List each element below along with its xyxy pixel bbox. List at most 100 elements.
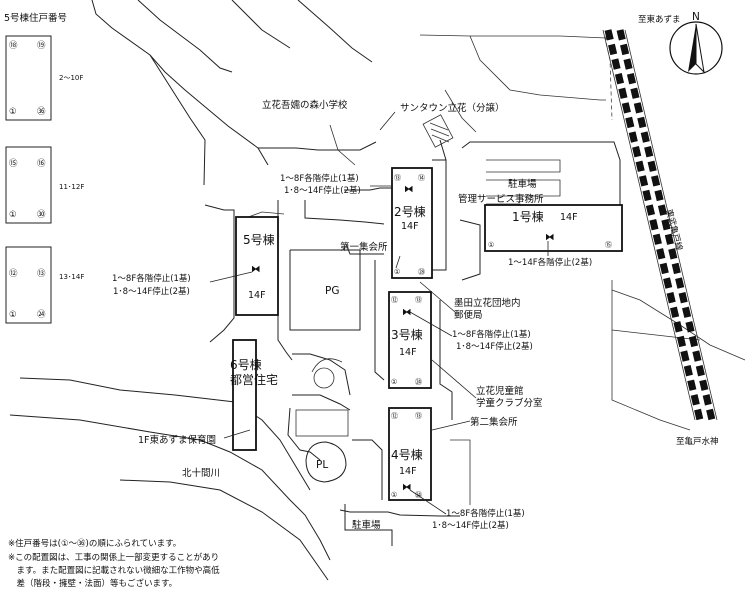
unit-tr: ⑬ — [415, 296, 422, 304]
footnotes: ※住戸番号は(①～㊱)の順にふられています。 ※この配置図は、工事の関係上一部変… — [8, 538, 220, 589]
elevator-note-b5-1: 1～8F各階停止(1基) — [112, 273, 191, 284]
unit-bl: ① — [394, 268, 400, 276]
site-outline — [461, 141, 621, 228]
building-name: 2号棟 — [394, 204, 426, 219]
meeting-hall-2-label: 第二集会所 — [470, 416, 518, 428]
legend-box-outline — [5, 146, 52, 224]
site-outline — [459, 219, 481, 281]
elevator-note-b1: 1～14F各階停止(2基) — [508, 257, 592, 268]
elevator-note-b3-2: 1･8～14F停止(2基) — [456, 341, 533, 352]
unit-br: ⑮ — [605, 241, 612, 249]
building-6: 6号棟 都営住宅 — [230, 339, 278, 451]
road-network — [9, 0, 746, 581]
compass-north-label: N — [692, 11, 700, 23]
building-floors: 14F — [560, 212, 578, 223]
road-outline — [444, 89, 477, 133]
river-bank — [9, 414, 331, 561]
legend-unit-br: ㉔ — [37, 310, 46, 320]
elevator-note-b5-2: 1･8～14F停止(2基) — [113, 286, 190, 297]
road-outline — [611, 280, 691, 431]
building-outline — [484, 204, 623, 252]
legend-box-11-12f: ⑮ ⑯ ① ㉚ 11･12F — [5, 146, 84, 224]
unit-bl: ① — [391, 378, 397, 386]
building-outline — [232, 339, 257, 451]
elevator-note-b2-1: 1～8F各階停止(1基) — [280, 173, 359, 184]
legend-title: 5号棟住戸番号 — [4, 12, 67, 24]
building-name: 6号棟 — [230, 357, 262, 372]
building-5: 5号棟 ⧓ 14F — [235, 216, 279, 316]
unit-br: ㉘ — [418, 268, 425, 276]
building-4: ⑫ ⑬ 4号棟 14F ⧓ ① ㉔ — [388, 407, 432, 501]
unit-number-legend: 5号棟住戸番号 ⑱ ⑲ ① ㊱ 2～10F ⑮ ⑯ ① ㉚ 11･12F ⑫ ⑬… — [4, 12, 84, 324]
playground-label: PG — [325, 285, 339, 297]
parking-stripes — [486, 159, 561, 173]
elevator-note-b4-1: 1～8F各階停止(1基) — [446, 508, 525, 519]
site-outline — [287, 407, 321, 461]
parking-south-label: 駐車場 — [352, 519, 381, 531]
site-outline — [439, 300, 453, 420]
building-name: 3号棟 — [391, 327, 423, 342]
suntown-label: サンタウン立花（分譲） — [400, 102, 505, 114]
legend-floors: 13･14F — [59, 273, 84, 281]
unit-tl: ⑫ — [391, 412, 398, 420]
direction-bottom: 至亀戸水神 — [676, 436, 719, 447]
road-outline — [469, 35, 606, 101]
building-floors: 14F — [248, 290, 266, 301]
building-outline — [388, 291, 432, 389]
footnote-4: 差（階段・擁壁・法面）等もございます。 — [8, 578, 177, 589]
site-outline — [352, 439, 383, 500]
nursery-label: 1F東あずま保育園 — [138, 434, 216, 446]
elevator-note-b3-1: 1～8F各階停止(1基) — [452, 329, 531, 340]
site-outline — [204, 204, 235, 343]
parking-area — [344, 504, 393, 546]
management-office-label: 管理サービス事務所 — [458, 193, 544, 205]
compass: N — [669, 11, 723, 75]
unit-br: ㉔ — [415, 378, 422, 386]
road-outline — [91, 0, 269, 166]
parking-north-label: 駐車場 — [508, 178, 537, 190]
building-floors: 14F — [399, 466, 417, 477]
elevator-icon: ⧓ — [545, 232, 555, 243]
site-outline — [339, 509, 460, 517]
road-outline — [231, 0, 291, 49]
elevator-icon: ⧓ — [404, 184, 414, 195]
legend-box-outline — [5, 35, 52, 121]
building-floors: 14F — [401, 221, 419, 232]
site-outline — [292, 394, 351, 411]
footnote-1: ※住戸番号は(①～㊱)の順にふられています。 — [8, 538, 181, 549]
railway-label: 東武亀戸線 — [663, 208, 685, 252]
unit-bl: ① — [488, 241, 494, 249]
road-outline — [119, 479, 329, 581]
post-office-label-1: 墨田立花団地内 — [454, 297, 521, 309]
parking-stripes — [486, 179, 561, 197]
elevator-icon: ⧓ — [402, 307, 412, 318]
site-outline — [345, 243, 384, 255]
north-arrow-outline — [695, 23, 705, 74]
building-name: 5号棟 — [243, 232, 275, 247]
unit-tr: ⑬ — [415, 412, 422, 420]
meeting-hall-1-label: 第一集会所 — [340, 241, 388, 253]
direction-top: 至東あずま — [638, 14, 681, 25]
footnote-2: ※この配置図は、工事の関係上一部変更することがあり — [8, 552, 219, 563]
unit-tl: ⑫ — [391, 296, 398, 304]
legend-unit-bl: ① — [9, 310, 17, 320]
building-2: ⑬ ⑭ ⧓ 2号棟 14F ① ㉘ — [391, 167, 433, 279]
road-outline — [258, 141, 377, 151]
legend-unit-tl: ⑱ — [9, 41, 18, 51]
site-outline — [374, 260, 385, 381]
site-outline — [344, 187, 392, 191]
legend-unit-bl: ① — [9, 210, 17, 220]
elevator-note-b2-2: 1･8～14F停止(2基) — [284, 185, 361, 196]
legend-box-13-14f: ⑫ ⑬ ① ㉔ 13･14F — [5, 246, 84, 324]
building-subtitle: 都営住宅 — [230, 372, 278, 387]
legend-unit-br: ㊱ — [37, 107, 46, 117]
roundabout — [313, 367, 335, 389]
road-outline — [297, 0, 373, 63]
site-outline — [439, 139, 447, 161]
legend-floors: 2～10F — [59, 74, 83, 82]
road-outline — [611, 329, 701, 341]
elevator-icon: ⧓ — [251, 264, 261, 275]
unit-tr: ⑭ — [418, 174, 425, 182]
legend-floors: 11･12F — [59, 183, 84, 191]
